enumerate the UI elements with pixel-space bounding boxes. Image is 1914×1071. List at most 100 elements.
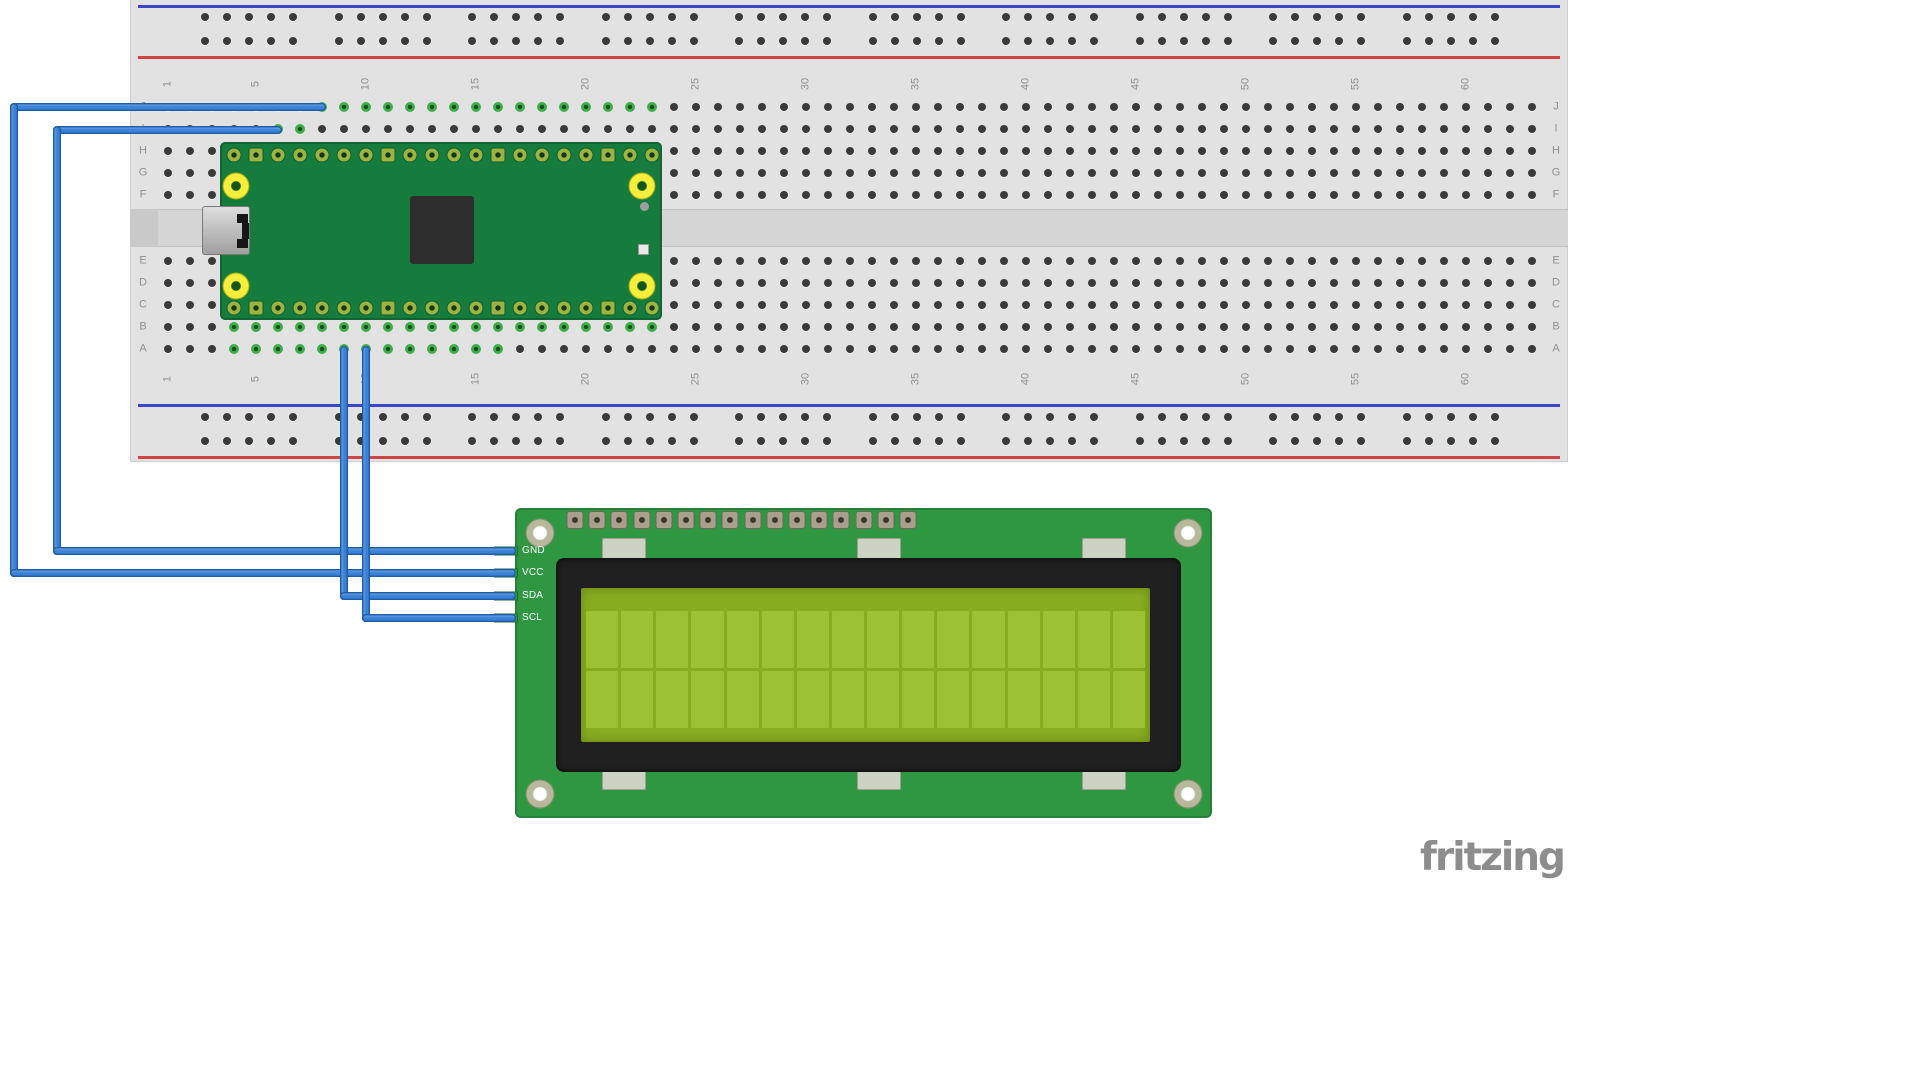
teensy-pin-pad [337,301,351,315]
breadboard-hole [802,103,810,111]
breadboard-hole [1264,301,1272,309]
wire-gnd[interactable] [53,126,61,555]
breadboard-hole [802,191,810,199]
lcd-char-cell [1077,671,1110,728]
teensy-pin-pad [601,301,615,315]
wire-sda[interactable] [340,346,348,600]
wire-sda[interactable] [340,592,516,600]
breadboard-rail-hole [1024,437,1032,445]
breadboard-hole [1440,279,1448,287]
breadboard-hole [1440,191,1448,199]
breadboard-hole [1484,301,1492,309]
teensy-mount-hole [223,273,249,299]
breadboard-rail-hole [823,37,831,45]
breadboard-rail-hole [934,37,943,45]
teensy-pin-pad [623,301,637,315]
breadboard-hole-connected [471,102,481,112]
breadboard-hole [692,191,700,199]
wire-vcc[interactable] [10,103,326,111]
breadboard-hole [1352,169,1360,177]
breadboard-hole-connected [581,322,591,332]
breadboard-hole [956,279,964,287]
wire-gnd[interactable] [53,547,516,555]
breadboard-hole [1242,301,1250,309]
breadboard-row-label: G [138,166,148,179]
breadboard-hole [1176,279,1184,287]
breadboard-hole [956,103,964,111]
breadboard-rail-hole [1357,37,1365,45]
breadboard-rail-hole [667,413,676,421]
wire-vcc[interactable] [10,103,18,577]
lcd-char-cell [831,611,864,668]
breadboard-hole [1110,257,1118,265]
breadboard-hole [912,103,920,111]
breadboard-hole [758,301,766,309]
breadboard-hole [780,103,788,111]
breadboard-hole [978,169,986,177]
teensy-pin-pad [535,301,549,315]
breadboard-hole [1440,169,1448,177]
breadboard-hole-connected [405,322,415,332]
breadboard-hole [1440,301,1448,309]
breadboard-hole [912,125,920,133]
breadboard-hole [714,147,722,155]
breadboard-hole [846,323,854,331]
breadboard-hole [340,125,348,133]
breadboard-rail-hole [1313,437,1321,445]
lcd-char-cell [1077,611,1110,668]
breadboard-hole [208,345,216,353]
breadboard-hole [1176,169,1184,177]
breadboard-hole [714,323,722,331]
breadboard-hole [1440,257,1448,265]
breadboard-rail-hole [1490,37,1499,45]
breadboard-hole-connected [361,322,371,332]
breadboard-hole [406,125,414,133]
breadboard-hole [1418,323,1426,331]
breadboard-rail-hole [801,437,809,445]
breadboard-rail-hole [623,413,632,421]
breadboard-hole [1484,125,1492,133]
breadboard-rail-hole [334,413,343,421]
breadboard-hole [1242,169,1250,177]
lcd-header-pin [722,512,738,528]
breadboard-hole [1044,191,1052,199]
breadboard-hole-connected [559,322,569,332]
breadboard-hole-connected [581,102,591,112]
breadboard-hole [1022,191,1030,199]
wire-gnd[interactable] [53,126,282,134]
breadboard-hole [1286,191,1294,199]
breadboard-rail-hole [556,13,564,21]
lcd-char-cell [867,611,900,668]
breadboard-rail-hole [1335,437,1343,445]
wire-vcc[interactable] [10,569,516,577]
breadboard-rail-hole [1223,413,1232,421]
breadboard-hole [670,279,678,287]
breadboard-hole [1308,191,1316,199]
breadboard-hole [1484,147,1492,155]
breadboard-hole-connected [339,102,349,112]
breadboard-row-label: I [1554,122,1558,135]
teensy-pin-pad [227,301,241,315]
breadboard-hole-connected [471,344,481,354]
breadboard-hole [1352,301,1360,309]
teensy-pin-pad [425,301,439,315]
breadboard-hole [736,301,744,309]
breadboard-rail-hole [934,413,943,421]
breadboard-hole [1022,323,1030,331]
breadboard-hole [846,103,854,111]
teensy-component-dot [640,202,649,211]
breadboard-hole [868,125,876,133]
wire-scl[interactable] [362,346,370,622]
breadboard-hole [1308,345,1316,353]
breadboard-hole [1286,257,1294,265]
breadboard-hole [1506,169,1514,177]
wire-scl[interactable] [362,614,516,622]
breadboard-hole [1462,345,1470,353]
breadboard-hole [1528,169,1536,177]
breadboard-rail-hole [1424,413,1433,421]
breadboard-hole [538,345,546,353]
breadboard-rail-hole [735,13,743,21]
breadboard-rail-hole [1046,437,1054,445]
breadboard-hole-connected [493,102,503,112]
breadboard-hole [1418,103,1426,111]
